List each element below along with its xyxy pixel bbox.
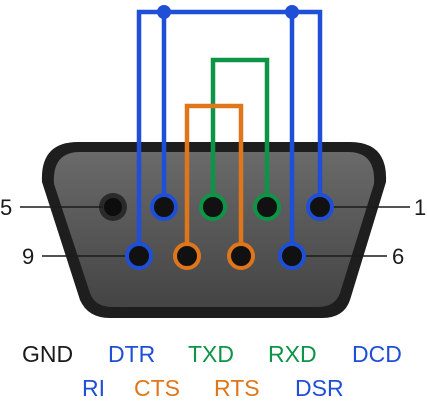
- pin-6-dsr: [278, 242, 306, 270]
- signal-label-cts: CTS: [134, 375, 180, 401]
- pin-7-rts: [227, 242, 255, 270]
- pin-number-9: 9: [22, 244, 34, 269]
- pin-8-cts: [173, 242, 201, 270]
- signal-label-ri: RI: [82, 375, 105, 401]
- pin-3-txd: [199, 193, 227, 221]
- signal-label-rts: RTS: [214, 375, 260, 401]
- signal-label-dcd: DCD: [352, 341, 402, 367]
- signal-label-dsr: DSR: [295, 375, 344, 401]
- pin-2-rxd: [253, 193, 281, 221]
- pin-5-gnd: [99, 193, 127, 221]
- pin-number-5: 5: [0, 195, 12, 220]
- signal-label-txd: TXD: [188, 341, 234, 367]
- junction-dot-left: [157, 5, 171, 19]
- blue-wires: [136, 9, 323, 243]
- pin-number-6: 6: [392, 244, 404, 269]
- signal-label-gnd: GND: [22, 341, 73, 367]
- pin-4-dtr: [150, 193, 178, 221]
- pin-1-dcd: [306, 193, 334, 221]
- pin-9-ri: [125, 242, 153, 270]
- wire-ri: [136, 9, 323, 243]
- wire-txd-rxd: [210, 57, 270, 194]
- signal-label-rxd: RXD: [268, 341, 317, 367]
- junction-dot-right: [285, 5, 299, 19]
- wire-cts-rts: [184, 103, 244, 243]
- pin-number-1: 1: [414, 195, 426, 220]
- signal-label-dtr: DTR: [108, 341, 155, 367]
